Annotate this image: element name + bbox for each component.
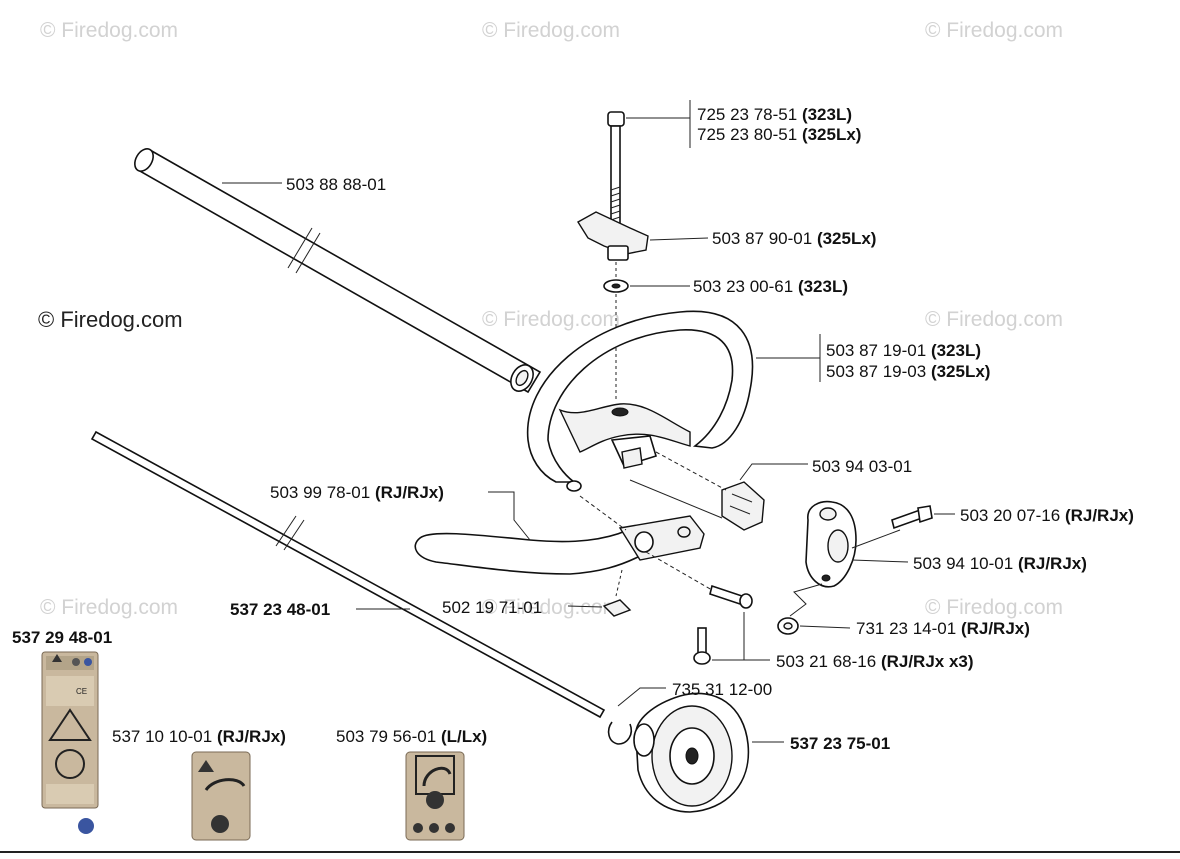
- decal-rj: [191, 751, 251, 841]
- guard-hub: [633, 692, 750, 813]
- watermark: © Firedog.com: [482, 308, 620, 331]
- leader-line: [655, 451, 727, 491]
- square-nut: [602, 599, 632, 617]
- screw-lower-b: [693, 627, 711, 665]
- leader-line: [851, 559, 909, 563]
- part-label: 503 79 56-01 (L/Lx): [336, 727, 487, 746]
- part-label: 537 23 48-01: [230, 600, 330, 619]
- leader-line: [579, 495, 627, 531]
- watermark: © Firedog.com: [482, 19, 620, 42]
- part-label: 503 87 19-03 (325Lx): [826, 362, 990, 381]
- drive-shaft: [90, 430, 606, 719]
- circlip: [607, 721, 633, 745]
- leader-line: [739, 463, 808, 481]
- ce-mark: CE: [76, 687, 87, 696]
- screw-lower-a: [709, 584, 753, 609]
- screw-right: [891, 505, 933, 530]
- part-label: 503 94 10-01 (RJ/RJx): [913, 554, 1087, 573]
- leader-line: [629, 479, 723, 519]
- part-label: 731 23 14-01 (RJ/RJx): [856, 619, 1030, 638]
- part-label: 725 23 80-51 (325Lx): [697, 125, 861, 144]
- leader-line: [617, 687, 666, 707]
- part-label: 725 23 78-51 (323L): [697, 105, 852, 124]
- wing-knob: [577, 211, 649, 261]
- clamp-block: [721, 481, 765, 531]
- part-label: 503 94 03-01: [812, 457, 912, 476]
- part-label: 503 87 19-01 (323L): [826, 341, 981, 360]
- part-label: 503 20 07-16 (RJ/RJx): [960, 506, 1134, 525]
- part-label: 735 31 12-00: [672, 680, 772, 699]
- watermark-main: © Firedog.com: [38, 307, 183, 332]
- safety-decal-tall: CE: [41, 651, 104, 836]
- lock-nut: [777, 617, 799, 635]
- leader-line: [649, 237, 709, 241]
- watermark: © Firedog.com: [925, 596, 1063, 619]
- part-label: 503 87 90-01 (325Lx): [712, 229, 876, 248]
- clamp-housing: [805, 500, 857, 588]
- decal-l: [405, 751, 465, 841]
- leader-line: [712, 612, 770, 661]
- part-label: 503 99 78-01 (RJ/RJx): [270, 483, 444, 502]
- leader-line: [488, 491, 531, 541]
- part-label: 503 88 88-01: [286, 175, 386, 194]
- part-label: 502 19 71-01: [442, 598, 542, 617]
- leader-line: [567, 605, 603, 608]
- leader-line: [645, 551, 713, 591]
- part-label: 537 29 48-01: [12, 628, 112, 647]
- leader-line: [799, 625, 851, 629]
- watermark: © Firedog.com: [482, 596, 620, 619]
- handle-bolt: [607, 111, 625, 235]
- leader-line: [851, 529, 901, 549]
- watermark: © Firedog.com: [40, 19, 178, 42]
- watermark: © Firedog.com: [40, 596, 178, 619]
- leader-line: [789, 583, 823, 617]
- shaft-tube: [134, 148, 542, 394]
- part-label: 503 23 00-61 (323L): [693, 277, 848, 296]
- leader-line: [615, 569, 623, 597]
- watermark: © Firedog.com: [925, 308, 1063, 331]
- part-label: 537 23 75-01: [790, 734, 890, 753]
- part-label: 503 21 68-16 (RJ/RJx x3): [776, 652, 974, 671]
- rear-handle: [414, 515, 705, 575]
- part-label: 537 10 10-01 (RJ/RJx): [112, 727, 286, 746]
- washer: [603, 279, 629, 293]
- watermark: © Firedog.com: [925, 19, 1063, 42]
- loop-handle: [526, 310, 754, 492]
